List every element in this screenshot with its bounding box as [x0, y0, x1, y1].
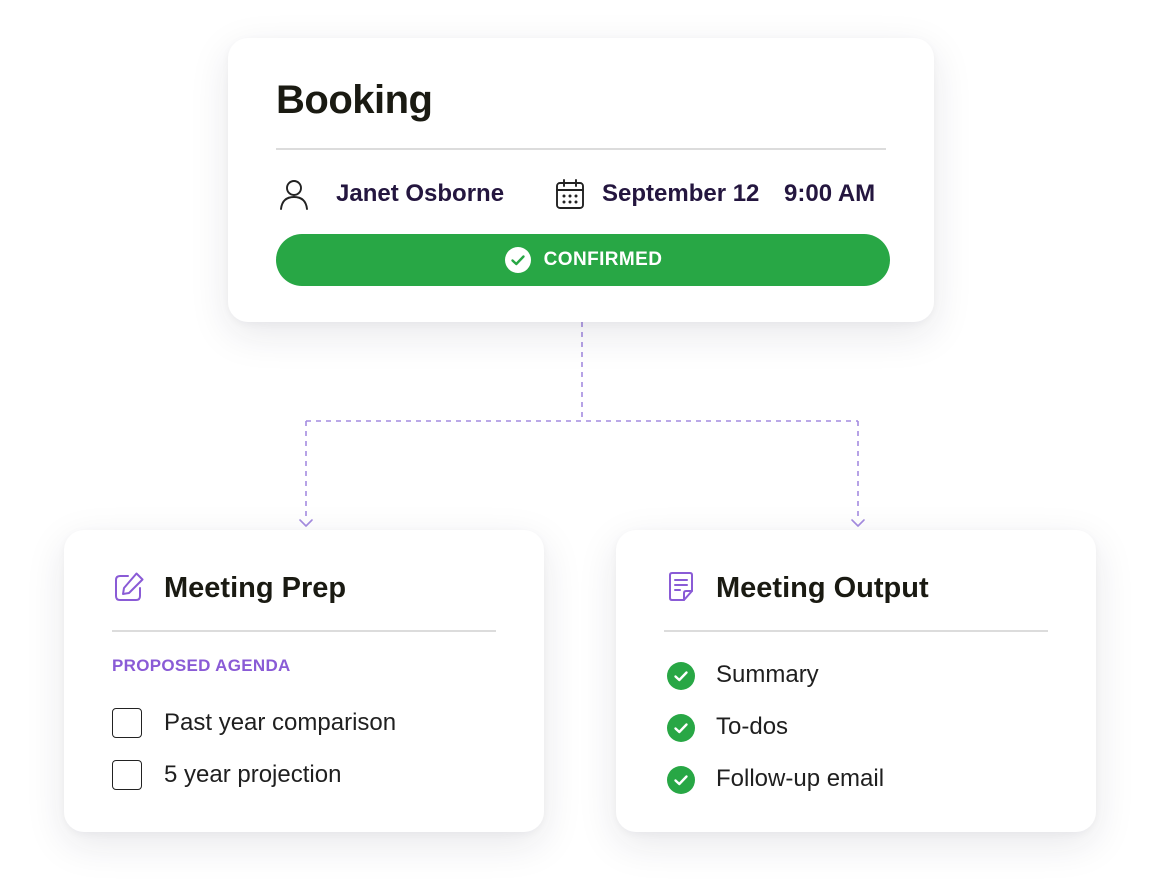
meeting-output-card: Meeting Output Summary To-dos Follow-up … [616, 530, 1096, 832]
agenda-checkbox[interactable] [112, 708, 142, 738]
booking-divider [276, 148, 886, 150]
output-item-label: Follow-up email [716, 765, 885, 792]
booking-date: September 12 [602, 180, 760, 207]
output-item-label: To-dos [716, 713, 789, 740]
output-item: Summary [664, 658, 1064, 694]
output-item-label: Summary [716, 661, 819, 688]
status-badge: CONFIRMED [276, 234, 890, 286]
booking-time: 9:00 AM [784, 180, 876, 207]
check-circle-icon [667, 714, 695, 742]
meeting-prep-title: Meeting Prep [164, 572, 347, 604]
check-circle-icon [504, 247, 531, 273]
meeting-output-divider [664, 630, 1048, 632]
check-circle-icon [667, 766, 695, 794]
output-item: To-dos [664, 710, 1064, 746]
booking-card: Booking Janet Osborne [228, 38, 934, 322]
agenda-item-label: 5 year projection [164, 761, 342, 788]
user-icon [280, 180, 308, 210]
agenda-item[interactable]: Past year comparison [112, 706, 512, 742]
booking-title: Booking [276, 78, 433, 122]
output-item: Follow-up email [664, 762, 1064, 798]
arrowhead-left-icon [299, 519, 313, 527]
agenda-section-label: PROPOSED AGENDA [112, 656, 291, 675]
booking-meta: Janet Osborne September 12 [276, 174, 886, 214]
agenda-item[interactable]: 5 year projection [112, 758, 512, 794]
calendar-icon [556, 179, 584, 209]
agenda-item-label: Past year comparison [164, 709, 397, 736]
agenda-checkbox[interactable] [112, 760, 142, 790]
booking-person: Janet Osborne [336, 180, 505, 207]
status-label: CONFIRMED [543, 249, 663, 270]
document-icon [669, 572, 693, 601]
arrowhead-right-icon [851, 519, 865, 527]
meeting-prep-divider [112, 630, 496, 632]
meeting-prep-card: Meeting Prep PROPOSED AGENDA Past year c… [64, 530, 544, 832]
meeting-output-title: Meeting Output [716, 572, 929, 604]
edit-icon [115, 572, 144, 601]
check-circle-icon [667, 662, 695, 690]
